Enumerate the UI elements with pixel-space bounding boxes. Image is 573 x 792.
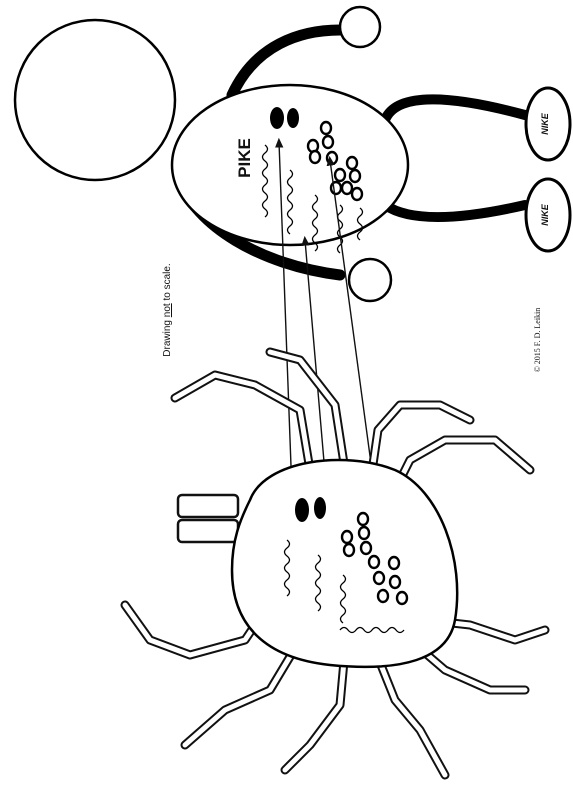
pike-shoe-lower: NIKE <box>526 179 570 251</box>
pike-label: PIKE <box>235 138 254 178</box>
scale-note: Drawing not to scale. <box>162 263 173 356</box>
pike-eye-right <box>287 108 299 128</box>
crab-body <box>232 460 457 667</box>
pike-leg-lower <box>385 205 525 217</box>
pike-figure: NIKE NIKE PIKE <box>15 7 570 301</box>
crab-eye-left <box>295 498 309 522</box>
copyright-notice: © 2015 F. D. Leikin <box>533 308 542 373</box>
pike-hand-lower <box>349 259 391 301</box>
crab-figure <box>125 352 545 775</box>
crab-mouthparts <box>178 495 238 542</box>
pike-shoe-upper: NIKE <box>526 88 570 160</box>
pike-body <box>172 85 408 245</box>
pike-leg-upper <box>385 99 525 120</box>
shoe-brand-upper: NIKE <box>540 112 550 134</box>
crab-eye-right <box>314 497 326 519</box>
shoe-brand-lower: NIKE <box>540 203 550 225</box>
pike-hand-upper <box>340 7 380 47</box>
pike-head <box>15 20 175 180</box>
pike-eye-left <box>270 107 284 129</box>
